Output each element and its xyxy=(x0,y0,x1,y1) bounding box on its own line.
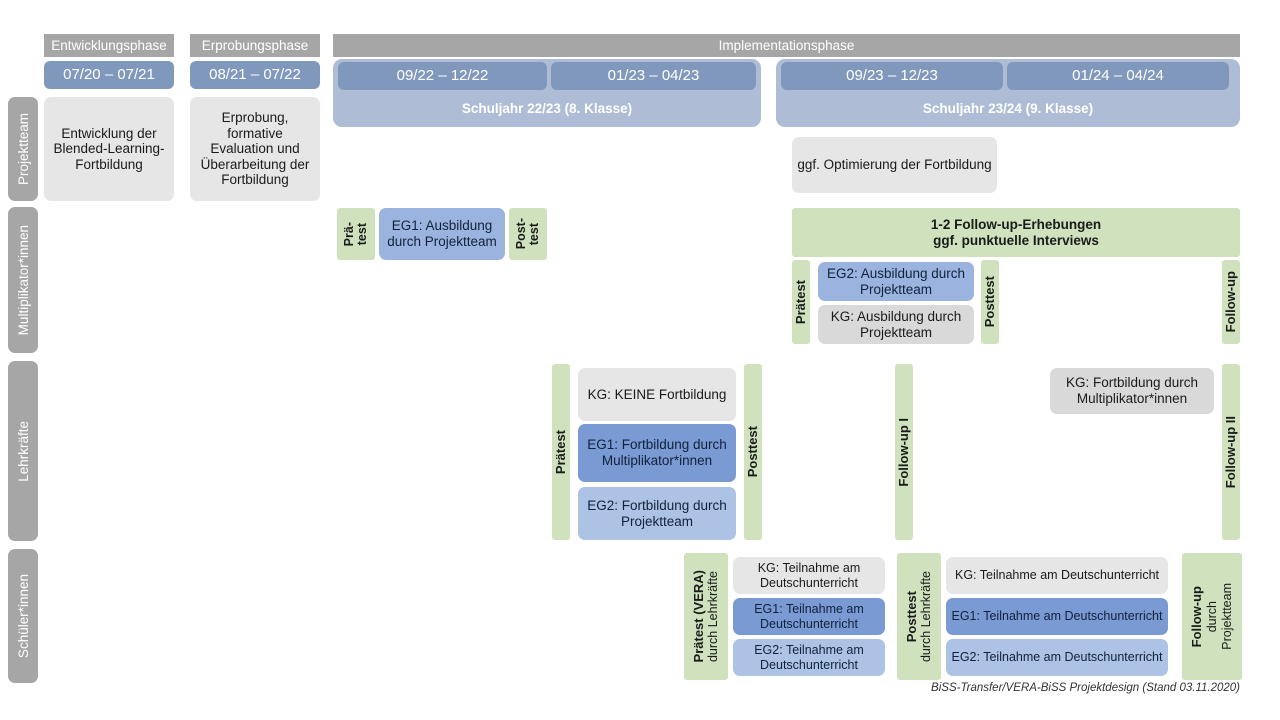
strip-followup-schueler: Follow-up durch Projektteam xyxy=(1182,553,1242,680)
card-schueler-kg-deutschunterricht-1: KG: Teilnahme am Deutschunterricht xyxy=(733,557,885,594)
card-lehr-eg2-fortbildung: EG2: Fortbildung durch Projektteam xyxy=(578,487,736,540)
date-chip-0923-1223: 09/23 – 12/23 xyxy=(781,62,1003,90)
schuljahr-2223-label: Schuljahr 22/23 (8. Klasse) xyxy=(461,101,633,116)
phase-bar-entwicklungsphase: Entwicklungsphase xyxy=(44,34,174,57)
strip-praetest-multiplikatoren-2: Prätest xyxy=(792,260,810,344)
strip-praetest-multiplikatoren-1: Prä- test xyxy=(337,208,375,260)
phase-label: Entwicklungsphase xyxy=(51,38,167,53)
card-schueler-eg1-deutschunterricht-2: EG1: Teilnahme am Deutschunterricht xyxy=(946,598,1168,635)
schuljahr-2324-label: Schuljahr 23/24 (9. Klasse) xyxy=(922,101,1094,116)
card-lehr-kg-keine-fortbildung: KG: KEINE Fortbildung xyxy=(578,368,736,421)
strip-followup-2-lehrkraefte: Follow-up II xyxy=(1222,364,1240,540)
phase-label: Erprobungsphase xyxy=(201,38,309,53)
card-mult-eg1-ausbildung: EG1: Ausbildung durch Projektteam xyxy=(379,208,505,260)
actor-label-projektteam: Projektteam xyxy=(8,97,38,201)
card-mult-eg2-ausbildung: EG2: Ausbildung durch Projektteam xyxy=(818,262,974,301)
phase-bar-erprobungsphase: Erprobungsphase xyxy=(190,34,320,57)
card-entwicklung-blended-learning: Entwicklung der Blended-Learning-Fortbil… xyxy=(44,97,174,201)
card-schueler-eg2-deutschunterricht-2: EG2: Teilnahme am Deutschunterricht xyxy=(946,639,1168,676)
schuljahr-2324-container: 09/23 – 12/23 01/24 – 04/24 Schuljahr 23… xyxy=(776,59,1240,127)
strip-posttest-schueler: Posttest durch Lehrkräfte xyxy=(897,553,941,680)
card-mult-kg-ausbildung: KG: Ausbildung durch Projektteam xyxy=(818,305,974,344)
date-label: 08/21 – 07/22 xyxy=(209,66,301,84)
card-ggf-optimierung: ggf. Optimierung der Fortbildung xyxy=(792,137,997,193)
date-chip-0922-1222: 09/22 – 12/22 xyxy=(338,62,547,90)
card-schueler-eg1-deutschunterricht-1: EG1: Teilnahme am Deutschunterricht xyxy=(733,598,885,635)
strip-praetest-vera-schueler: Prätest (VERA) durch Lehrkräfte xyxy=(684,553,728,680)
schuljahr-2223-container: 09/22 – 12/22 01/23 – 04/23 Schuljahr 22… xyxy=(333,59,761,127)
date-chip-0821-0722: 08/21 – 07/22 xyxy=(190,61,320,89)
strip-posttest-multiplikatoren-2: Posttest xyxy=(981,260,999,344)
strip-posttest-lehrkraefte: Posttest xyxy=(744,364,762,540)
date-chip-0720-0721: 07/20 – 07/21 xyxy=(44,61,174,89)
strip-praetest-lehrkraefte: Prätest xyxy=(552,364,570,540)
phase-label: Implementationsphase xyxy=(718,38,855,53)
card-lehr-kg-fortbildung-multiplikatoren: KG: Fortbildung durch Multiplikator*inne… xyxy=(1050,368,1214,414)
actor-label-lehrkraefte: Lehrkräfte xyxy=(8,361,38,541)
actor-label-schuelerinnen: Schüler*innen xyxy=(8,549,38,683)
strip-followup-1-lehrkraefte: Follow-up I xyxy=(895,364,913,540)
date-label: 01/24 – 04/24 xyxy=(1072,67,1164,85)
date-label: 09/22 – 12/22 xyxy=(396,67,489,85)
date-label: 01/23 – 04/23 xyxy=(607,67,700,85)
strip-posttest-multiplikatoren-1: Post- test xyxy=(509,208,547,260)
date-label: 07/20 – 07/21 xyxy=(63,66,155,84)
card-schueler-kg-deutschunterricht-2: KG: Teilnahme am Deutschunterricht xyxy=(946,557,1168,594)
date-chip-0123-0423: 01/23 – 04/23 xyxy=(551,62,756,90)
banner-followup-erhebungen: 1-2 Follow-up-Erhebungen ggf. punktuelle… xyxy=(792,208,1240,257)
footer-caption: BiSS-Transfer/VERA-BiSS Projektdesign (S… xyxy=(931,682,1240,694)
card-erprobung-evaluation: Erprobung, formative Evaluation und Über… xyxy=(190,97,320,201)
strip-followup-multiplikatoren: Follow-up xyxy=(1222,260,1240,344)
date-chip-0124-0424: 01/24 – 04/24 xyxy=(1007,62,1229,90)
card-lehr-eg1-fortbildung: EG1: Fortbildung durch Multiplikator*inn… xyxy=(578,424,736,482)
phase-bar-implementationsphase: Implementationsphase xyxy=(333,34,1240,57)
actor-label-multiplikatorinnen: Multiplikator*innen xyxy=(8,207,38,353)
card-schueler-eg2-deutschunterricht-1: EG2: Teilnahme am Deutschunterricht xyxy=(733,639,885,676)
date-label: 09/23 – 12/23 xyxy=(846,67,938,85)
